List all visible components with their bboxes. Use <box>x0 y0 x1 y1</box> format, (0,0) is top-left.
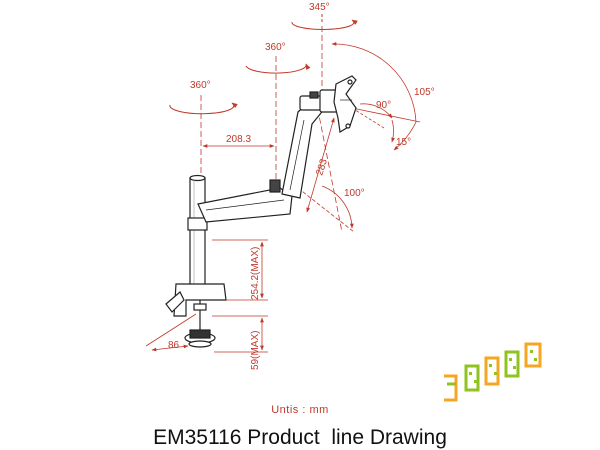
rotation-indicator-left <box>169 102 238 115</box>
dimension-grommet-range <box>212 315 268 353</box>
tilt-down-label: 15° <box>396 137 411 148</box>
desk-clamp <box>165 283 227 348</box>
dimension-base-width-label: 86 <box>168 340 180 351</box>
rotation-indicator-upper <box>245 63 311 74</box>
dimension-grommet-range-label: 59(MAX) <box>250 331 261 370</box>
dimension-forearm-length-label: 283 <box>314 157 330 177</box>
brand-logo <box>444 342 542 402</box>
arm-angle-arc <box>297 185 355 233</box>
units-label: Untis : mm <box>271 404 329 416</box>
tilt-arcs <box>331 41 421 151</box>
rotation-label-left: 360° <box>190 80 211 91</box>
rotation-label-upper: 360° <box>265 42 286 53</box>
rotation-indicator-top <box>291 14 358 30</box>
dimension-base-width <box>145 313 197 352</box>
dimension-arm-length-label: 208.3 <box>226 134 251 145</box>
tilt-up-label: 105° <box>414 87 435 98</box>
tilt-mid-label: 90° <box>376 100 391 111</box>
rotation-label-top: 345° <box>309 2 330 13</box>
dimension-clamp-range-label: 254.2(MAX) <box>250 247 261 300</box>
mounting-pole <box>187 174 208 289</box>
dimension-clamp-range <box>212 239 268 301</box>
drawing-title: EM35116 Product line Drawing <box>153 426 447 449</box>
lower-arm <box>197 179 293 223</box>
dimension-forearm-length <box>306 117 335 213</box>
arm-angle-label: 100° <box>344 188 365 199</box>
vesa-head <box>319 75 357 133</box>
